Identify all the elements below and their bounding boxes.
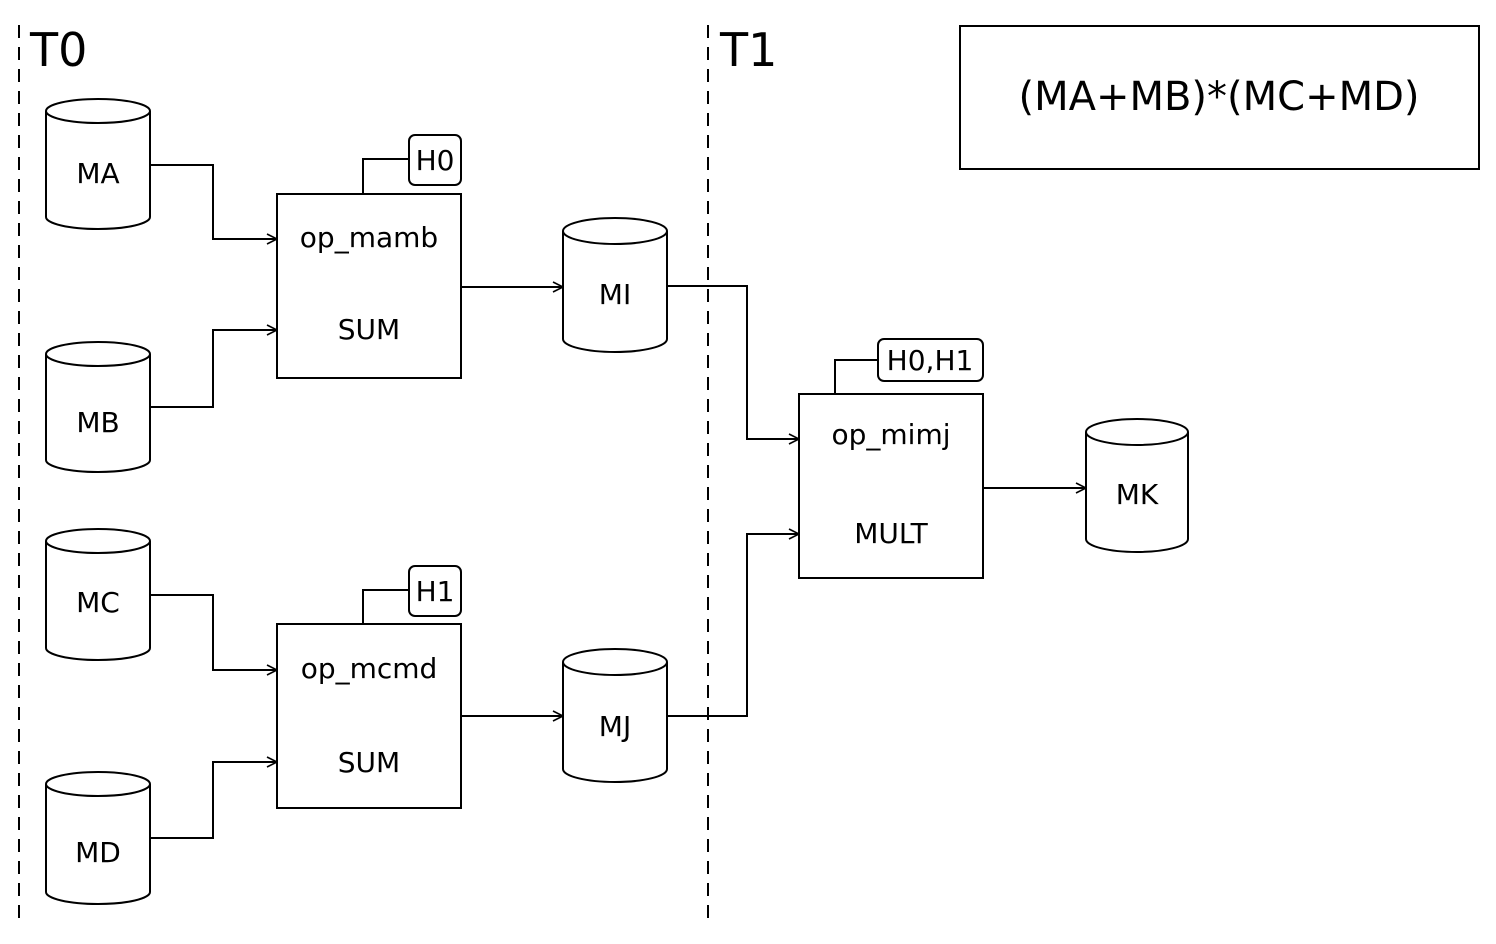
formula-box: (MA+MB)*(MC+MD) (959, 25, 1480, 170)
tag-connector (362, 158, 409, 194)
operation-tag: H0,H1 (887, 344, 974, 377)
phase-label-t0: T0 (29, 23, 87, 77)
connectors (149, 164, 1086, 839)
matrix-mj: MJ (562, 648, 668, 783)
operation-op-mamb: op_mamb SUM H0 (276, 134, 462, 379)
matrix-label-mk: MK (1116, 478, 1159, 511)
matrix-label-mj: MJ (599, 710, 631, 743)
edge-mc-op-mcmd (149, 594, 277, 670)
operation-kind: SUM (338, 746, 400, 779)
matrix-label-mb: MB (76, 406, 119, 439)
operation-kind: SUM (338, 313, 400, 346)
matrix-ma: MA (45, 98, 151, 230)
operation-tag: H1 (416, 575, 455, 608)
edge-md-op-mcmd (149, 762, 277, 839)
matrix-label-ma: MA (76, 157, 119, 190)
edge-mj-op-mimj (666, 534, 799, 717)
matrix-md: MD (45, 771, 151, 905)
edge-mi-op-mimj (666, 285, 799, 439)
matrix-label-md: MD (75, 836, 121, 869)
operation-op-mimj: op_mimj MULT H0,H1 (798, 338, 984, 579)
operation-tag: H0 (416, 144, 455, 177)
matrix-label-mc: MC (76, 586, 120, 619)
edge-ma-op-mamb (149, 164, 277, 239)
operation-name: op_mimj (831, 418, 950, 451)
formula-text: (MA+MB)*(MC+MD) (1018, 74, 1419, 120)
matrix-label-mi: MI (599, 278, 631, 311)
tag-box (877, 338, 984, 382)
phase-label-t1: T1 (719, 23, 777, 77)
tag-box (408, 134, 462, 186)
edge-mb-op-mamb (149, 330, 277, 408)
operation-kind: MULT (854, 517, 928, 550)
operation-name: op_mamb (300, 221, 438, 254)
matrix-mc: MC (45, 528, 151, 661)
matrix-mb: MB (45, 341, 151, 473)
tag-box (408, 565, 462, 617)
operation-op-mcmd: op_mcmd SUM H1 (276, 565, 462, 809)
matrix-mk: MK (1085, 418, 1189, 553)
matrix-mi: MI (562, 217, 668, 353)
tag-connector (834, 359, 878, 394)
tag-connector (362, 589, 409, 624)
operation-name: op_mcmd (301, 652, 438, 685)
